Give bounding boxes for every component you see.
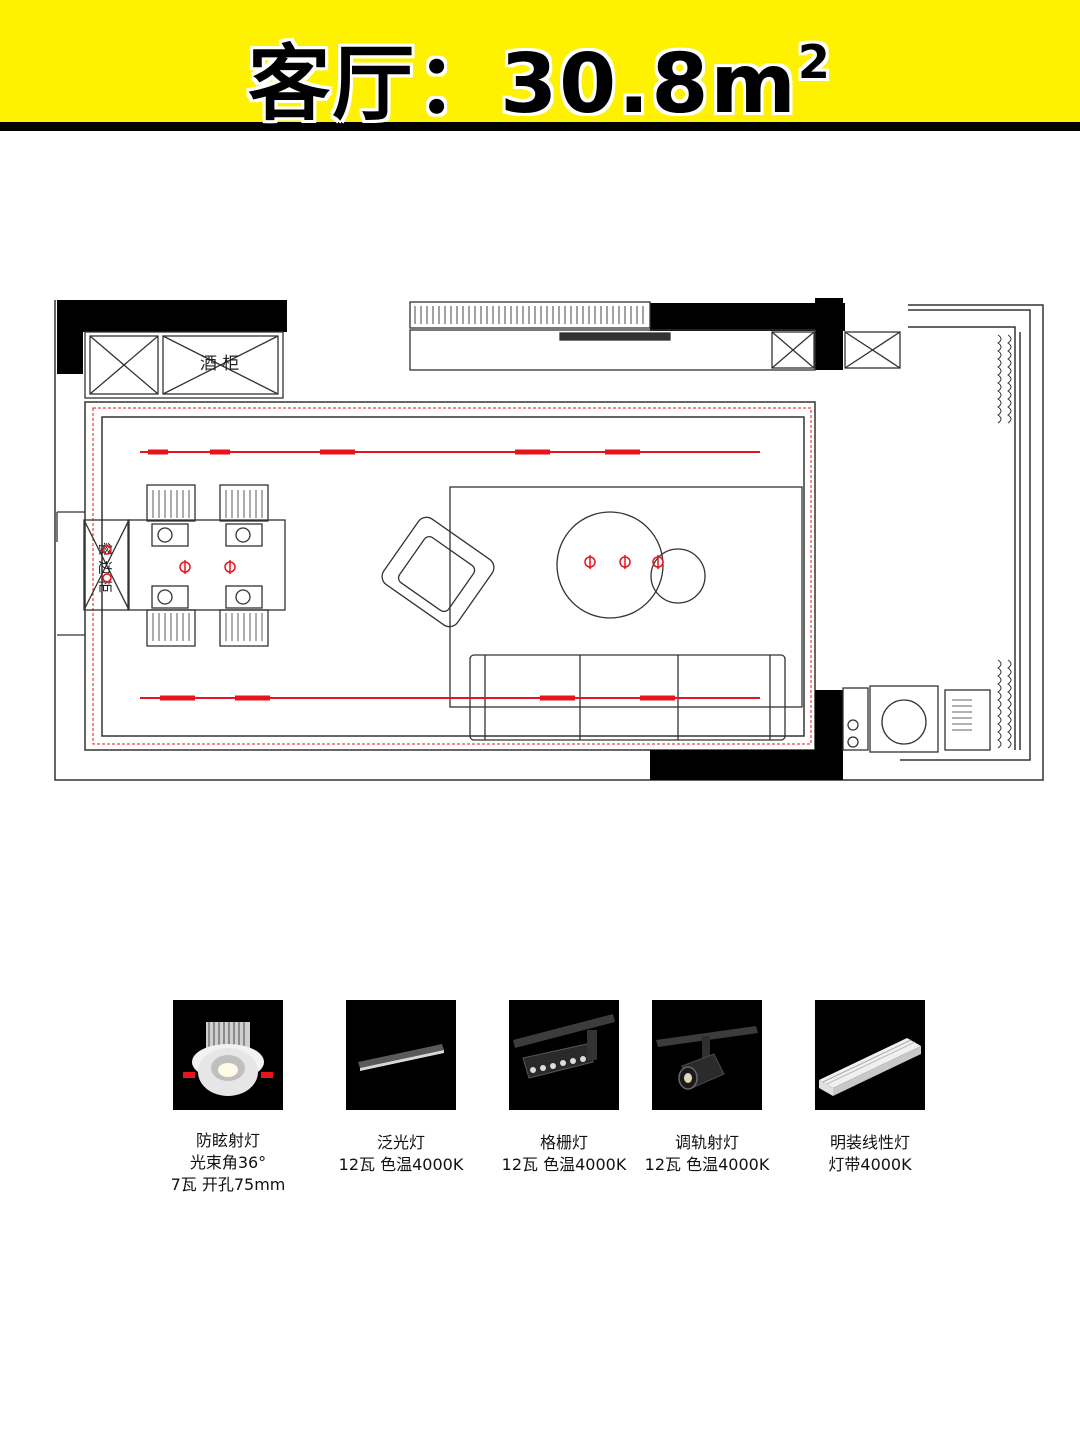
fixture-name: 泛光灯 [376, 1133, 425, 1152]
dining-table [127, 519, 286, 611]
title-main: 客厅：30.8m [248, 37, 798, 132]
radiator [997, 334, 1012, 749]
fixture-spec: 7瓦 开孔75mm [170, 1175, 286, 1194]
fixture-linear-light: 明装线性灯 灯带4000K [785, 1000, 955, 1176]
floor-plan: 酒 柜 餐 边 柜 [54, 298, 1044, 781]
wine-cabinet [84, 331, 284, 399]
tv-wall [409, 301, 901, 371]
fixture-floodlight: 泛光灯 12瓦 色温4000K [316, 1000, 486, 1176]
ceiling-dashed-line [92, 407, 812, 745]
fixture-grille-light: 格栅灯 12瓦 色温4000K [479, 1000, 649, 1176]
dining-set [127, 484, 286, 647]
wall-segments [57, 298, 845, 780]
fixture-track-spotlight: 调轨射灯 12瓦 色温4000K [622, 1000, 792, 1176]
washing-machine [869, 685, 939, 753]
fixture-spec: 12瓦 色温4000K [338, 1155, 464, 1174]
grille-light-icon [509, 1000, 619, 1110]
corridor-outline [900, 309, 1031, 761]
wall-top-left [57, 300, 287, 332]
linear-light-strip-icon [815, 1000, 925, 1110]
living-area [381, 486, 803, 741]
wall-right-pillar [815, 298, 843, 370]
fixture-spec: 12瓦 色温4000K [644, 1155, 770, 1174]
fixture-anti-glare-spotlight: 防眩射灯 光束角36° 7瓦 开孔75mm [143, 1000, 313, 1196]
wine-cabinet-label: 酒 柜 [200, 354, 239, 374]
side-cabinet-label: 餐 边 柜 [96, 542, 112, 593]
fixture-name: 明装线性灯 [829, 1133, 910, 1152]
title-superscript: 2 [797, 35, 832, 89]
title-banner: 客厅：30.8m2 [0, 0, 1080, 132]
wall-top-right [650, 303, 845, 331]
rug [449, 486, 803, 708]
ceiling-boundary [101, 416, 805, 737]
page-title: 客厅：30.8m2 [0, 12, 1080, 135]
fixture-name: 防眩射灯 [195, 1131, 260, 1150]
appliances [842, 685, 991, 753]
fixture-name: 格栅灯 [539, 1133, 588, 1152]
fixture-list: 防眩射灯 光束角36° 7瓦 开孔75mm 泛光灯 12瓦 色温4000K [0, 1000, 1080, 1220]
anti-glare-spotlight-icon [173, 1000, 283, 1110]
lighting-layout [102, 449, 760, 701]
fixture-spec: 12瓦 色温4000K [501, 1155, 627, 1174]
fixture-spec: 灯带4000K [828, 1155, 912, 1174]
armchair [381, 516, 495, 628]
spotlights [102, 545, 664, 583]
fixture-name: 调轨射灯 [674, 1133, 739, 1152]
fixture-spec: 光束角36° [189, 1153, 267, 1172]
floodlight-icon [346, 1000, 456, 1110]
coffee-table-large [556, 511, 664, 619]
coffee-table-small [650, 548, 706, 604]
track-spotlight-icon [652, 1000, 762, 1110]
wall-right-lower [815, 690, 843, 780]
wall-left-pillar [57, 332, 83, 374]
wall-bottom [650, 750, 843, 780]
side-cabinet [56, 511, 130, 636]
outer-wall-outline [54, 300, 1044, 781]
